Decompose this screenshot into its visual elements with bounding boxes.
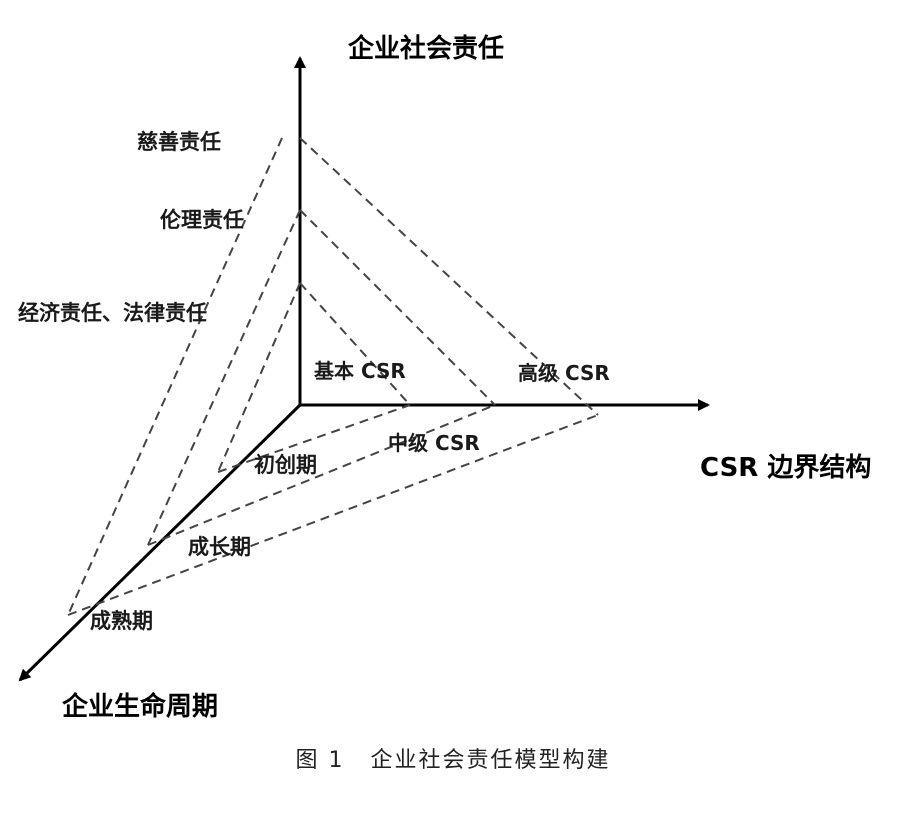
triangle-basic-edge-top <box>299 282 411 406</box>
triangle-high-edge-left <box>67 137 283 616</box>
level-philanthropic: 慈善责任 <box>137 130 221 154</box>
level-ethical: 伦理责任 <box>160 208 244 232</box>
csr-model-diagram <box>18 56 710 682</box>
z-axis-title: 企业生命周期 <box>62 692 219 722</box>
triangle-mid-edge-left <box>147 209 301 546</box>
csr-mid-label: 中级 CSR <box>388 431 480 455</box>
triangle-high-edge-base <box>67 414 599 616</box>
level-economic-legal: 经济责任、法律责任 <box>18 301 207 325</box>
z-axis-line <box>18 403 302 682</box>
csr-high-label: 高级 CSR <box>518 361 610 385</box>
triangle-basic-csr <box>217 282 411 473</box>
figure-caption: 图 1 企业社会责任模型构建 <box>0 742 906 774</box>
stage-startup: 初创期 <box>254 453 317 477</box>
y-axis-title: 企业社会责任 <box>348 34 505 64</box>
triangle-mid-edge-top <box>299 209 496 406</box>
figure-caption-text: 企业社会责任模型构建 <box>370 748 611 773</box>
triangle-high-edge-top <box>299 137 599 416</box>
csr-basic-label: 基本 CSR <box>314 359 406 383</box>
triangle-basic-edge-base <box>217 404 411 473</box>
triangle-mid-csr <box>147 209 496 546</box>
stage-growth: 成长期 <box>188 535 251 559</box>
triangle-basic-edge-left <box>217 282 301 473</box>
figure-number: 图 1 <box>295 748 345 773</box>
triangle-mid-edge-base <box>147 404 496 546</box>
stage-maturity: 成熟期 <box>90 609 153 633</box>
triangle-high-csr <box>67 137 599 616</box>
x-axis-title: CSR 边界结构 <box>700 453 872 483</box>
